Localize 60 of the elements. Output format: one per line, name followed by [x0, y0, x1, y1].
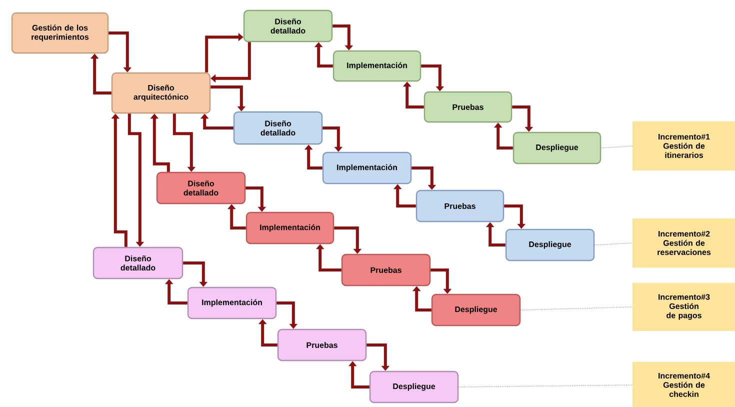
process-box: Pruebas: [277, 328, 367, 362]
elbow-arrow: [200, 114, 234, 130]
elbow-arrow: [164, 279, 188, 304]
elbow-arrow: [108, 32, 132, 72]
elbow-arrow: [276, 302, 298, 329]
process-box: Pruebas: [416, 190, 504, 222]
elbow-arrow: [430, 268, 452, 294]
elbow-arrow: [316, 244, 342, 272]
elbow-arrow: [111, 114, 128, 247]
elbow-arrow: [348, 361, 370, 388]
increment-box: Incremento#3 Gestión de pagos: [632, 282, 735, 332]
process-box: Diseño detallado: [233, 111, 323, 145]
process-box: Diseño arquitectónico: [111, 72, 211, 114]
process-box: Implementación: [246, 212, 334, 244]
elbow-arrow: [210, 42, 251, 83]
elbow-arrow: [402, 82, 424, 108]
elbow-arrow: [314, 42, 333, 68]
elbow-arrow: [322, 126, 343, 152]
elbow-arrow: [412, 286, 432, 312]
increment-box: Incremento#1 Gestión de itinerarios: [632, 121, 735, 171]
elbow-arrow: [504, 204, 526, 229]
elbow-arrow: [304, 144, 322, 170]
elbow-arrow: [366, 344, 390, 371]
elbow-arrow: [512, 106, 534, 132]
dotted-connector: [520, 306, 633, 310]
process-box: Despliegue: [505, 228, 595, 262]
process-box: Implementación: [187, 286, 277, 320]
elbow-arrow: [421, 64, 444, 92]
process-box: Pruebas: [424, 91, 512, 123]
process-box: Pruebas: [341, 254, 431, 286]
increment-box: Incremento#2 Gestión de reservaciones: [632, 218, 735, 268]
process-box: Diseño detallado: [243, 10, 333, 42]
dotted-connector: [594, 242, 633, 246]
elbow-arrow: [90, 54, 112, 94]
elbow-arrow: [494, 122, 513, 150]
process-box: Implementación: [332, 50, 422, 82]
elbow-arrow: [205, 32, 244, 72]
elbow-arrow: [246, 186, 266, 212]
process-box: Despliegue: [369, 370, 459, 404]
elbow-arrow: [332, 24, 354, 50]
elbow-arrow: [393, 184, 416, 208]
dotted-connector: [600, 146, 633, 148]
elbow-arrow: [227, 204, 246, 230]
process-box: Despliegue: [431, 294, 521, 326]
elbow-arrow: [172, 114, 196, 172]
elbow-arrow: [486, 222, 506, 246]
elbow-arrow: [128, 114, 144, 247]
elbow-arrow: [412, 166, 436, 190]
process-box: Diseño detallado: [92, 246, 184, 280]
elbow-arrow: [258, 319, 278, 346]
elbow-arrow: [334, 226, 362, 254]
elbow-arrow: [183, 262, 208, 287]
elbow-arrow: [210, 86, 246, 112]
process-box: Despliegue: [512, 132, 602, 164]
process-box: Implementación: [322, 152, 412, 184]
process-box: Gestión de los requerimientos: [11, 12, 109, 54]
increment-box: Incremento#4 Gestión de checkin: [632, 362, 735, 407]
process-box: Diseño detallado: [156, 172, 246, 204]
elbow-arrow: [150, 114, 170, 172]
dotted-connector: [458, 384, 633, 388]
